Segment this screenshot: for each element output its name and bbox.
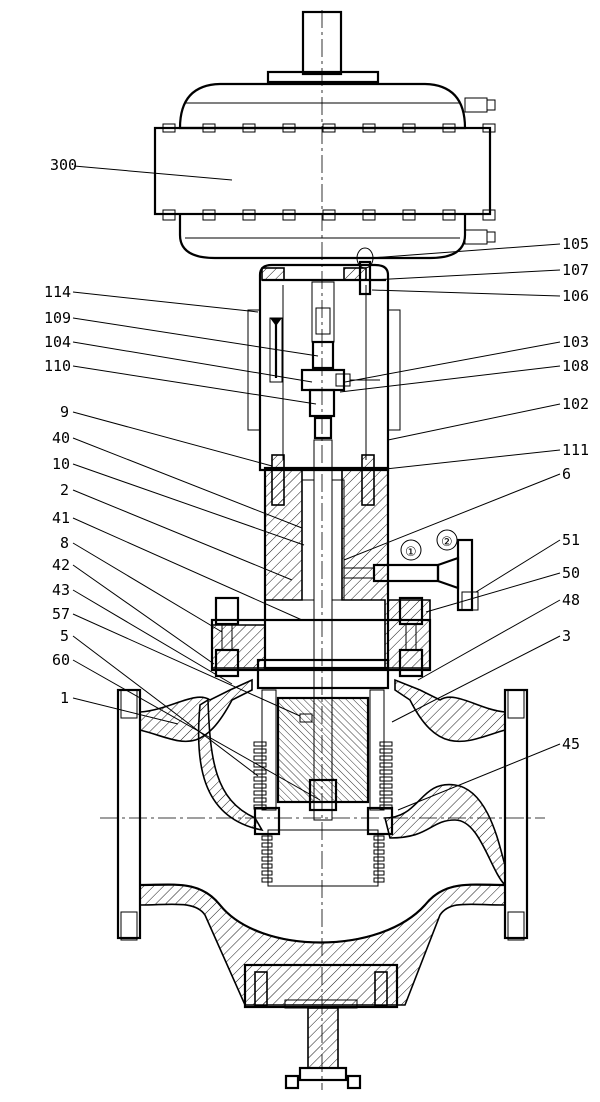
- actuator-bolt: [162, 123, 176, 133]
- cage-window: [253, 769, 267, 775]
- cage-window: [379, 797, 393, 803]
- actuator-bolt: [482, 209, 496, 221]
- part-label: 3: [562, 627, 571, 645]
- part-label: 10: [52, 455, 70, 473]
- actuator-housing: [153, 82, 496, 260]
- cage-window: [379, 755, 393, 761]
- actuator-bolt: [362, 123, 376, 133]
- part-labels: 300 105 107 106 114 109 104 103 108 110 …: [44, 156, 589, 753]
- valve-body: [116, 678, 529, 1090]
- cage-window: [373, 849, 385, 855]
- part-label: 105: [562, 235, 589, 253]
- actuator-bolt: [402, 123, 416, 133]
- cage-window: [253, 741, 267, 747]
- actuator-bolt: [402, 209, 416, 221]
- actuator-bolt: [162, 209, 176, 221]
- part-label: 2: [60, 481, 69, 499]
- part-label: 60: [52, 651, 70, 669]
- callout-1: ①: [405, 545, 417, 560]
- part-label: 48: [562, 591, 580, 609]
- part-label: 108: [562, 357, 589, 375]
- bonnet: [210, 466, 432, 678]
- part-label: 6: [562, 465, 571, 483]
- callouts: ① ②: [400, 529, 458, 561]
- part-label: 50: [562, 564, 580, 582]
- actuator-bolts-bottom: [162, 209, 496, 221]
- part-label: 45: [562, 735, 580, 753]
- part-label: 41: [52, 509, 70, 527]
- cage-window: [379, 741, 393, 747]
- cage-window: [253, 762, 267, 768]
- cage-window: [379, 804, 393, 810]
- part-label: 300: [50, 156, 77, 174]
- cage-window: [379, 790, 393, 796]
- actuator-bolt: [282, 123, 296, 133]
- part-label: 51: [562, 531, 580, 549]
- part-label: 43: [52, 581, 70, 599]
- part-label: 40: [52, 429, 70, 447]
- part-label: 109: [44, 309, 71, 327]
- callout-2: ②: [441, 535, 453, 550]
- valve-plug: [276, 696, 370, 812]
- cage-windows: [253, 741, 393, 883]
- part-label: 106: [562, 287, 589, 305]
- part-label: 103: [562, 333, 589, 351]
- part-label: 114: [44, 283, 71, 301]
- cage-window: [373, 835, 385, 841]
- cage-window: [261, 863, 273, 869]
- cage-window: [261, 856, 273, 862]
- actuator-bolt: [202, 123, 216, 133]
- leader-lines: [72, 165, 561, 811]
- cage-window: [253, 755, 267, 761]
- part-label: 57: [52, 605, 70, 623]
- cage-window: [373, 870, 385, 876]
- cage-window: [253, 790, 267, 796]
- cage-window: [261, 877, 273, 883]
- actuator-bolt: [442, 209, 456, 221]
- cage-window: [373, 877, 385, 883]
- cage-window: [379, 769, 393, 775]
- part-label: 42: [52, 556, 70, 574]
- part-label: 104: [44, 333, 71, 351]
- actuator-bolts-top: [162, 123, 496, 133]
- cage-window: [373, 863, 385, 869]
- cage-window: [253, 783, 267, 789]
- bleed-port: [343, 538, 479, 612]
- cage-window: [253, 804, 267, 810]
- actuator-bolt: [322, 123, 336, 133]
- actuator-bolt: [242, 123, 256, 133]
- actuator-bolt: [322, 209, 336, 221]
- actuator-bolt: [362, 209, 376, 221]
- cage-window: [373, 856, 385, 862]
- part-label: 107: [562, 261, 589, 279]
- cage-window: [261, 842, 273, 848]
- cage-window: [253, 748, 267, 754]
- actuator-stem-top: [266, 10, 380, 84]
- actuator-bolt: [242, 209, 256, 221]
- actuator-bolt: [482, 123, 496, 133]
- actuator-bolt: [282, 209, 296, 221]
- cage-window: [261, 835, 273, 841]
- part-label: 9: [60, 403, 69, 421]
- cage-window: [379, 762, 393, 768]
- actuator-bolt: [442, 123, 456, 133]
- part-label: 110: [44, 357, 71, 375]
- cage-window: [261, 870, 273, 876]
- cage-window: [253, 797, 267, 803]
- part-label: 102: [562, 395, 589, 413]
- actuator-bolt: [202, 209, 216, 221]
- cage-window: [379, 776, 393, 782]
- part-label: 111: [562, 441, 589, 459]
- cage-window: [379, 748, 393, 754]
- part-label: 5: [60, 627, 69, 645]
- part-label: 8: [60, 534, 69, 552]
- cage-window: [379, 783, 393, 789]
- cage: [253, 658, 394, 887]
- cage-window: [373, 842, 385, 848]
- cage-window: [253, 776, 267, 782]
- part-label: 1: [60, 689, 69, 707]
- cage-window: [261, 849, 273, 855]
